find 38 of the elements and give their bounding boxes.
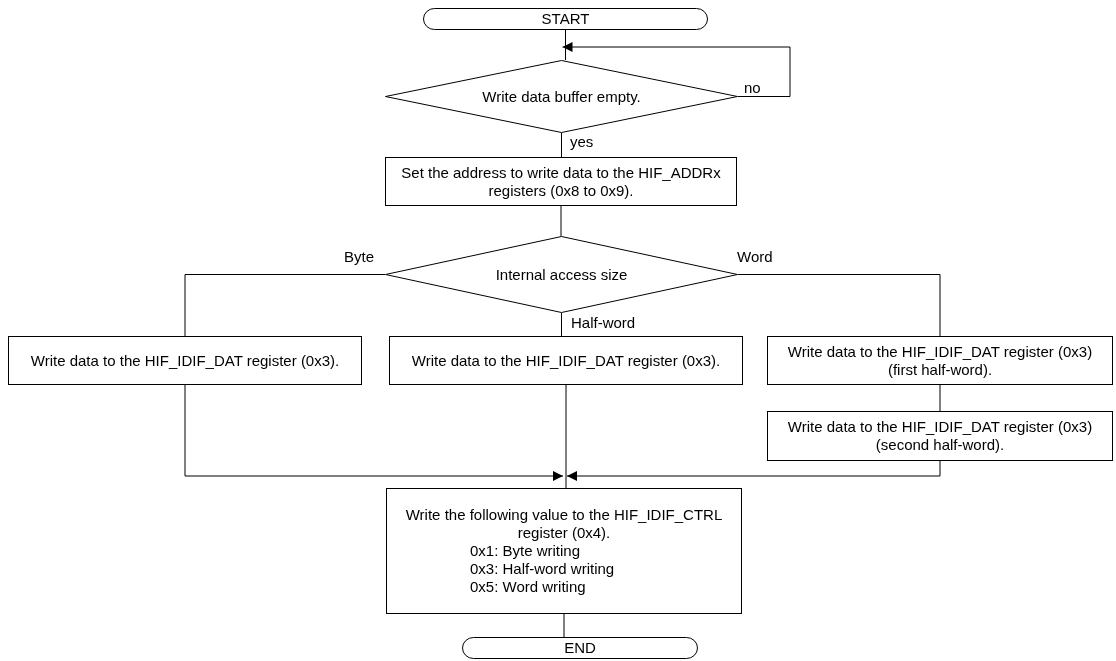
process-box xyxy=(767,411,1113,461)
decision-diamond xyxy=(385,236,738,313)
terminal-shape xyxy=(462,637,698,659)
process-box xyxy=(389,336,743,385)
connector-line xyxy=(561,132,562,158)
node-text: Internal access size xyxy=(495,265,628,284)
value-line: 0x5: Word writing xyxy=(469,578,586,596)
process-box xyxy=(385,157,737,206)
edge-label: Byte xyxy=(342,249,376,265)
connector-line xyxy=(939,384,941,412)
process-box xyxy=(8,336,362,385)
connector-line xyxy=(565,384,567,489)
decision-diamond xyxy=(385,60,738,133)
connector-line xyxy=(565,29,566,61)
node-text: Set the address to write data to the HIF_ADDRx registers (0x8 to 0x9). xyxy=(400,163,722,200)
edge-label: Half-word xyxy=(569,315,638,331)
node-text: Write data to the HIF_IDIF_DAT register (0x3). xyxy=(30,351,340,370)
node-text: Write data to the HIF_IDIF_DAT register (0x3). xyxy=(411,351,721,370)
arrow xyxy=(562,42,791,97)
node-text: Write the following value to the HIF_IDIF_CTRL register (0x4). xyxy=(404,506,724,542)
terminal-shape xyxy=(423,8,708,30)
node-text: Write data to the HIF_IDIF_DAT register (0x3) (first half-word). xyxy=(786,342,1094,379)
value-line: 0x1: Byte writing xyxy=(469,542,581,560)
arrow xyxy=(184,384,564,481)
node-text: END xyxy=(564,639,596,657)
process-box xyxy=(767,336,1113,385)
connector-line xyxy=(560,205,562,237)
node-text: Write data to the HIF_IDIF_DAT register (0x3) (second half-word). xyxy=(786,418,1094,454)
value-line: 0x3: Half-word writing xyxy=(469,560,615,578)
connector-line xyxy=(737,274,941,337)
edge-label: Word xyxy=(735,249,775,265)
process-box xyxy=(386,488,742,614)
node-text: Write data buffer empty. xyxy=(482,87,641,106)
node-text: START xyxy=(541,10,590,28)
connector-line xyxy=(561,312,562,337)
arrow xyxy=(566,460,941,481)
connector-line xyxy=(184,274,386,337)
connector-line xyxy=(563,613,565,638)
